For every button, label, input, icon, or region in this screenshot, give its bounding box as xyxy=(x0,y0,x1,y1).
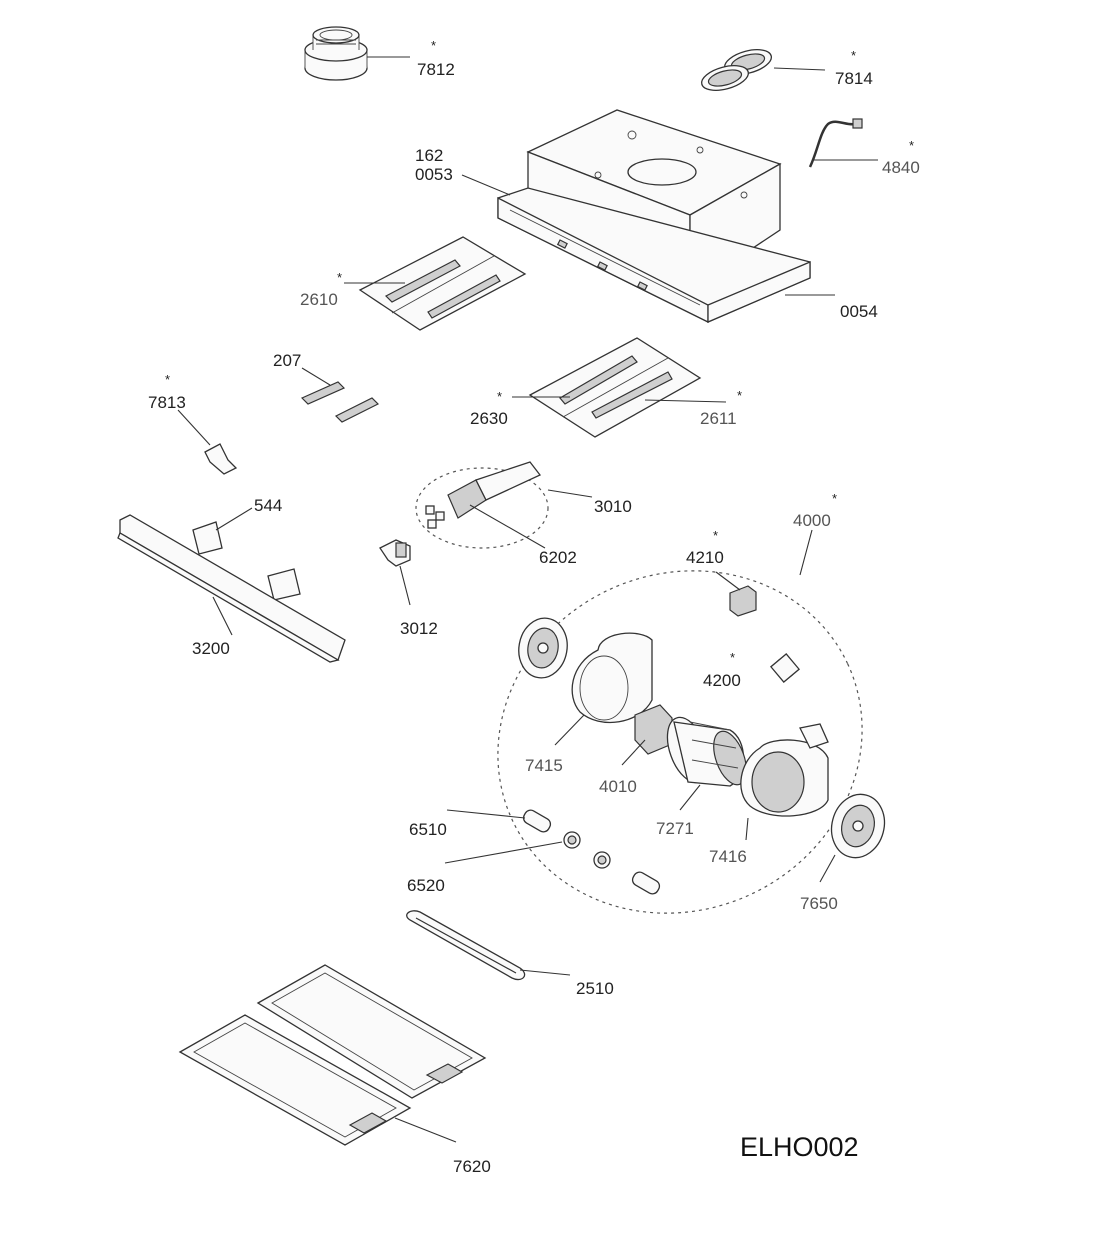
star-2611: * xyxy=(737,388,742,403)
part-4200-capacitor xyxy=(769,652,801,684)
group-4000-outline xyxy=(497,570,863,914)
label-4000: 4000 xyxy=(793,511,831,530)
star-2610: * xyxy=(337,270,342,285)
label-162: 162 xyxy=(415,146,443,165)
part-7271-fan-wheel xyxy=(666,716,747,787)
label-7620: 7620 xyxy=(453,1157,491,1176)
label-7814: 7814 xyxy=(835,69,873,88)
part-162-hood-body xyxy=(497,109,811,324)
label-7416: 7416 xyxy=(709,847,747,866)
part-7416-scroll-housing xyxy=(740,723,829,817)
star-4200: * xyxy=(730,650,735,665)
star-2630: * xyxy=(497,389,502,404)
part-207-clips xyxy=(300,381,380,423)
label-3010: 3010 xyxy=(594,497,632,516)
part-2610-rail-kit xyxy=(358,236,527,331)
label-0053: 0053 xyxy=(415,165,453,184)
diagram-code: ELHO002 xyxy=(740,1132,859,1162)
part-6510-lamp xyxy=(522,809,661,895)
label-0054: 0054 xyxy=(840,302,878,321)
part-7620-grease-filters xyxy=(178,964,487,1146)
star-4210: * xyxy=(713,528,718,543)
star-4000: * xyxy=(832,491,837,506)
part-7814-carbon-filters xyxy=(700,49,773,91)
label-2610: 2610 xyxy=(300,290,338,309)
part-7415-scroll-housing xyxy=(571,632,653,724)
group-3010-outline xyxy=(415,467,549,549)
label-6510: 6510 xyxy=(409,820,447,839)
part-3200-front-trim xyxy=(117,514,346,663)
label-7271: 7271 xyxy=(656,819,694,838)
label-2510: 2510 xyxy=(576,979,614,998)
label-7415: 7415 xyxy=(525,756,563,775)
label-4200: 4200 xyxy=(703,671,741,690)
part-6202-switch xyxy=(425,461,542,529)
label-2611: 2611 xyxy=(700,409,737,428)
star-7813: * xyxy=(165,372,170,387)
label-4210: 4210 xyxy=(686,548,724,567)
star-7812: * xyxy=(431,38,436,53)
part-2510-gasket xyxy=(406,910,526,981)
part-6520-lamp-holder xyxy=(563,831,611,869)
part-544-clip xyxy=(192,521,301,601)
part-7813-bracket xyxy=(204,443,238,475)
part-4210-capacitor xyxy=(729,585,757,617)
label-7650: 7650 xyxy=(800,894,838,913)
label-4840: 4840 xyxy=(882,158,920,177)
label-7813: 7813 xyxy=(148,393,186,412)
label-2630: 2630 xyxy=(470,409,508,428)
part-7812-duct-collar xyxy=(304,26,368,81)
label-544: 544 xyxy=(254,496,282,515)
part-7650-grille-right xyxy=(830,793,886,859)
star-4840: * xyxy=(909,138,914,153)
label-6520: 6520 xyxy=(407,876,445,895)
part-2611-rail-kit xyxy=(528,337,702,438)
part-4010-motor xyxy=(634,704,673,755)
label-3200: 3200 xyxy=(192,639,230,658)
label-7812: 7812 xyxy=(417,60,455,79)
part-3012-connector xyxy=(379,539,411,567)
part-7650-grille-left xyxy=(518,617,568,679)
part-4840-power-cable xyxy=(808,118,863,168)
label-207: 207 xyxy=(273,351,301,370)
star-7814: * xyxy=(851,48,856,63)
labels: * 7812 * 7814 * 4840 162 0053 0054 * 261… xyxy=(148,38,920,1176)
label-6202: 6202 xyxy=(539,548,577,567)
label-3012: 3012 xyxy=(400,619,438,638)
label-4010: 4010 xyxy=(599,777,637,796)
